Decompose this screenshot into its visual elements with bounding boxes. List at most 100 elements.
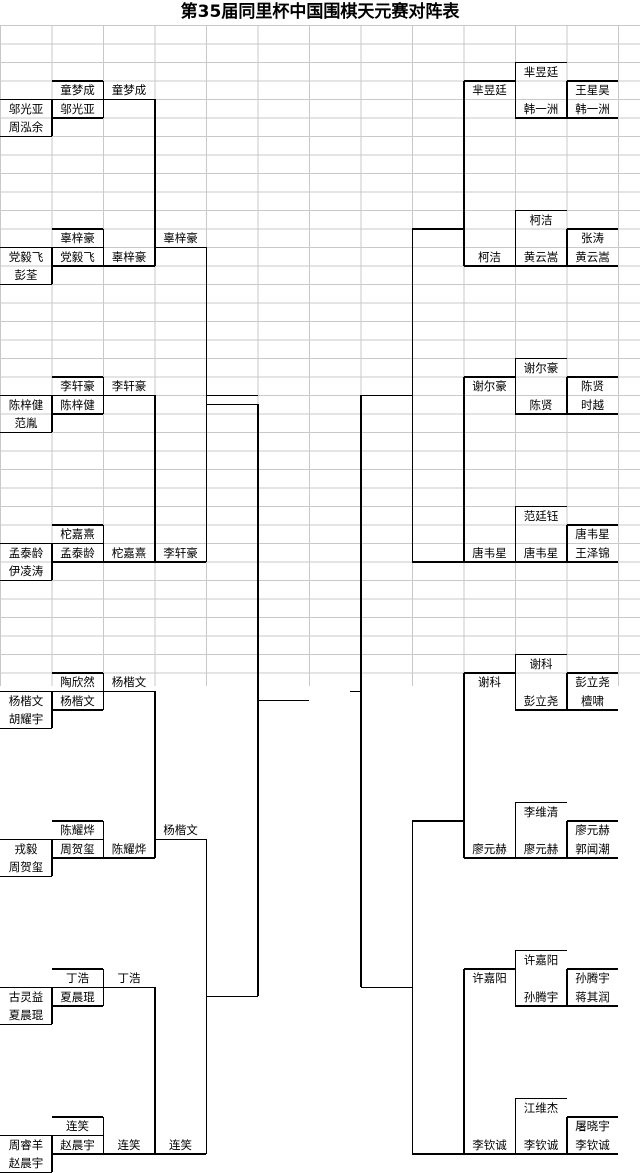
bracket-line [52,80,104,82]
player-name: 孟泰龄 [0,544,52,562]
player-name: 李钦诚 [464,1136,516,1154]
player-name: 范胤 [0,414,52,432]
player-name: 夏晨琨 [0,1006,52,1024]
player-name: 陈梓健 [0,396,52,414]
player-name: 李钦诚 [567,1136,619,1154]
player-name: 杨楷文 [0,692,52,710]
bracket-line [566,229,568,266]
player-name: 柯洁 [515,211,567,229]
bracket-line [155,247,207,249]
bracket-line [350,691,360,693]
player-name: 戎毅 [0,840,52,858]
page-title: 第35届同里杯中国围棋天元赛对阵表 [0,0,640,25]
bracket-line [464,376,516,378]
player-name: 范廷钰 [515,507,567,525]
player-name: 周睿羊 [0,1136,52,1154]
player-name: 童梦成 [103,81,155,99]
bracket-line [567,117,619,119]
player-name: 陈耀烨 [52,821,104,839]
bracket-line [515,413,567,415]
player-name: 古灵益 [0,988,52,1006]
player-name: 蒋其润 [567,988,619,1006]
player-name: 辜梓豪 [52,229,104,247]
player-name: 杨楷文 [52,692,104,710]
bracket-line [464,1153,516,1155]
bracket-line [258,700,310,702]
player-name: 丁浩 [52,969,104,987]
bracket-line [52,1116,104,1118]
player-name: 王星昊 [567,81,619,99]
player-name: 谢尔豪 [515,359,567,377]
player-name: 党毅飞 [52,248,104,266]
player-name: 连笑 [103,1136,155,1154]
player-name: 韩一洲 [567,100,619,118]
bracket-line [567,672,619,674]
player-name: 廖元赫 [515,840,567,858]
player-name: 孟泰龄 [52,544,104,562]
bracket-line [103,265,155,267]
bracket-line [515,857,567,859]
bracket-line [567,820,619,822]
player-name: 芈昱廷 [464,81,516,99]
bracket-line [567,524,619,526]
player-name: 郭闻潮 [567,840,619,858]
bracket-line [515,210,567,212]
bracket-line [463,673,465,858]
bracket-line [206,996,258,998]
player-name: 檀啸 [567,692,619,710]
player-name: 江维杰 [515,1099,567,1117]
bracket-line [0,580,52,582]
bracket-line [567,413,619,415]
bracket-line [155,561,207,563]
player-name: 李轩豪 [103,377,155,395]
bracket-line [0,1024,52,1026]
bracket-line [567,228,619,230]
bracket-line [463,377,465,562]
bracket-line [103,561,155,563]
bracket-line [464,857,516,859]
bracket-line [464,265,516,267]
bracket-line [515,654,567,656]
bracket-line [567,265,619,267]
bracket-line [52,672,104,674]
player-name: 唐韦星 [464,544,516,562]
bracket-line [52,820,104,822]
bracket-line [515,1005,567,1007]
bracket-sheet: 第35届同里杯中国围棋天元赛对阵表 邬光亚周泓余童梦成邬光亚王星昊韩一洲芈昱廷韩… [0,0,640,686]
player-name: 胡耀宇 [0,710,52,728]
bracket-line [566,81,568,118]
player-name: 柁嘉熹 [52,525,104,543]
player-name: 赵晨宇 [52,1136,104,1154]
bracket-line [103,987,155,989]
bracket-line [103,99,155,101]
bracket-line [0,284,52,286]
player-name: 李维清 [515,803,567,821]
player-name: 赵晨宇 [0,1154,52,1172]
bracket-line [567,80,619,82]
player-name: 黄云嵩 [515,248,567,266]
player-name: 夏晨琨 [52,988,104,1006]
player-name: 黄云嵩 [567,248,619,266]
player-name: 周泓余 [0,118,52,136]
player-name: 连笑 [155,1136,207,1154]
player-name: 许嘉阳 [464,969,516,987]
player-name: 辜梓豪 [103,248,155,266]
player-name: 彭荃 [0,266,52,284]
bracket-line [412,820,464,822]
bracket-line [0,136,52,138]
bracket-line [52,376,104,378]
bracket-line [52,1153,104,1155]
bracket-line [567,1153,619,1155]
bracket-line [566,673,568,710]
bracket-line [206,404,258,406]
bracket-line [103,395,155,397]
player-name: 彭立尧 [515,692,567,710]
bracket-line [567,561,619,563]
player-name: 谢科 [464,673,516,691]
bracket-line [52,413,104,415]
bracket-line [567,376,619,378]
bracket-line [515,117,567,119]
player-name: 柁嘉熹 [103,544,155,562]
bracket-line [52,265,104,267]
player-name: 陈耀烨 [103,840,155,858]
